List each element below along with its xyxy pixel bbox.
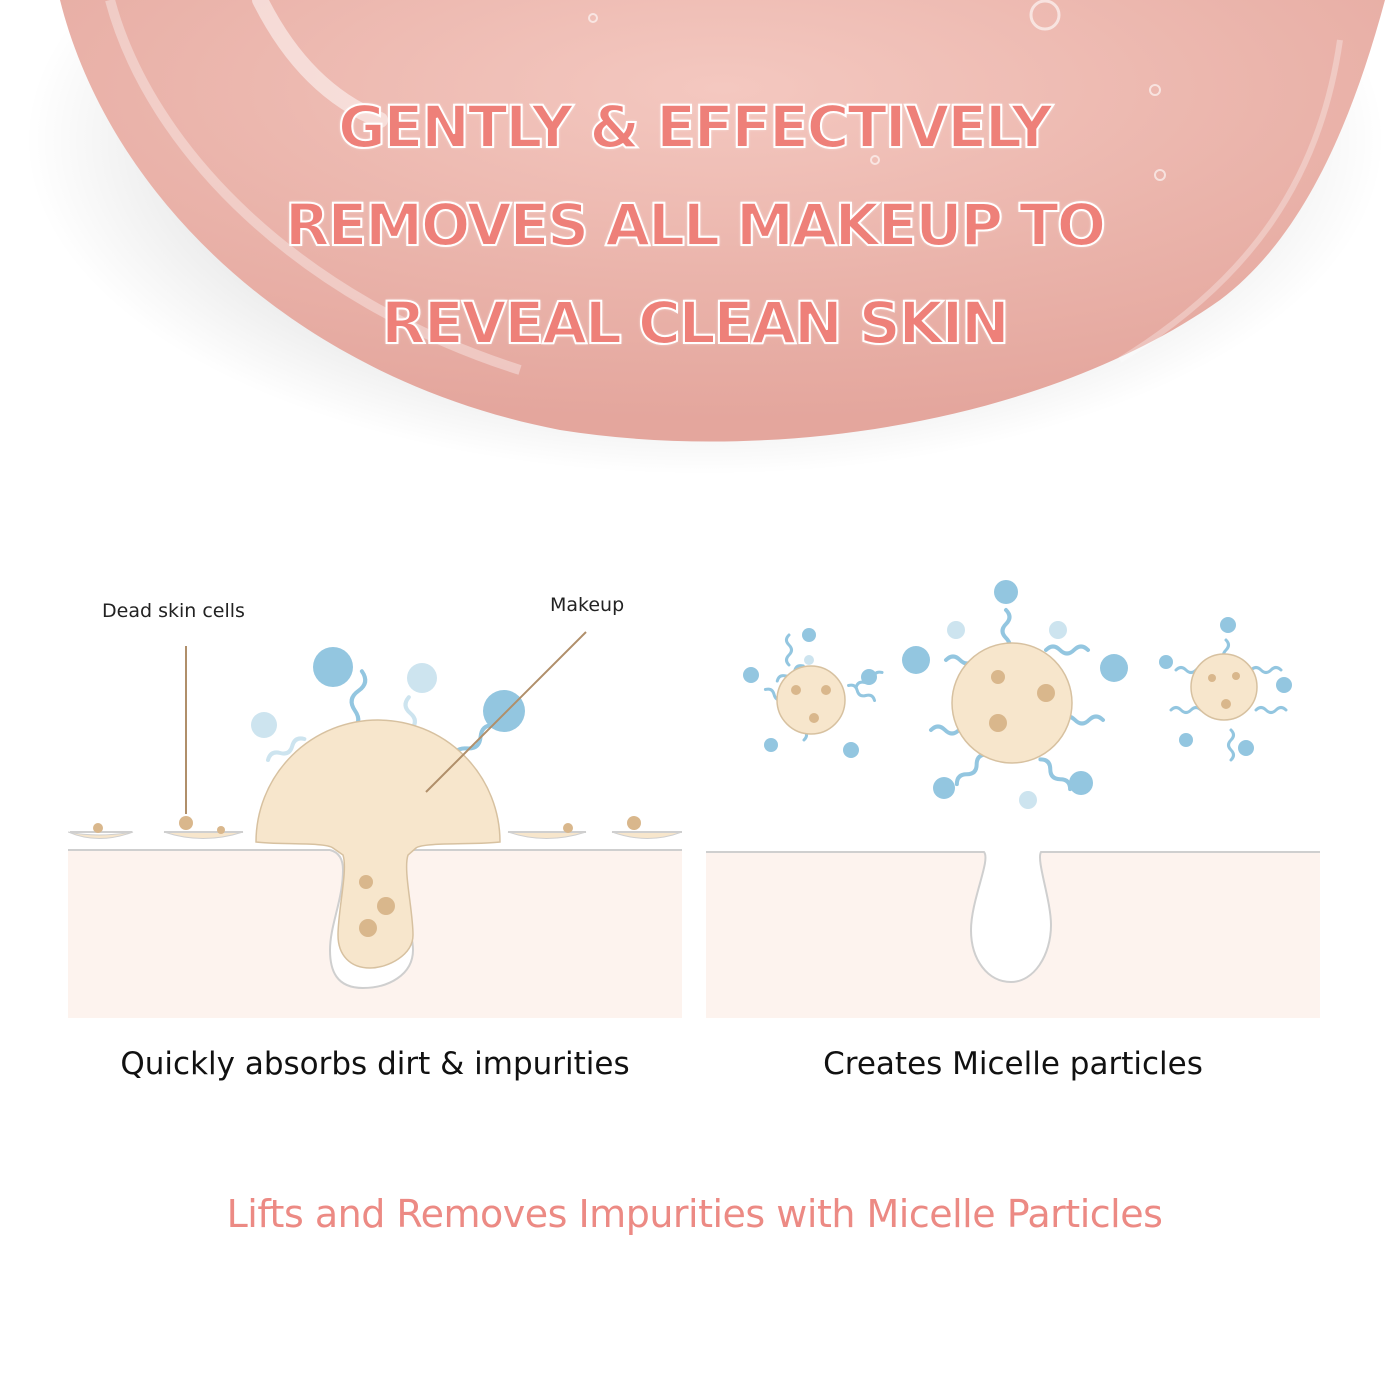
micelle-tail	[266, 736, 307, 762]
skin-layer	[68, 850, 682, 1018]
micelle-particle-large	[902, 580, 1128, 809]
absorb-diagram	[68, 631, 682, 1018]
right-caption: Creates Micelle particles	[823, 1046, 1203, 1082]
micelle-particle-small-right	[1159, 617, 1292, 762]
headline-line-3: REVEAL CLEAN SKIN	[380, 288, 1010, 358]
micelle-diagram	[706, 580, 1320, 1018]
makeup-label: Makeup	[550, 594, 625, 616]
makeup-dome	[255, 719, 501, 969]
left-caption: Quickly absorbs dirt & impurities	[120, 1046, 630, 1082]
headline-line-2: REMOVES ALL MAKEUP TO	[284, 190, 1107, 260]
micelle-head	[251, 712, 277, 738]
micelle-particle-small-left	[743, 628, 884, 758]
gel-blob-background	[25, 0, 1385, 475]
headline: GENTLY & EFFECTIVELY REMOVES ALL MAKEUP …	[0, 78, 1389, 372]
dead-skin-label: Dead skin cells	[102, 600, 245, 622]
micelle-head	[313, 647, 353, 687]
skin-layer	[706, 852, 1320, 1018]
makeup-leader	[425, 631, 587, 793]
micelle-head	[407, 663, 437, 693]
tagline: Lifts and Removes Impurities with Micell…	[226, 1192, 1163, 1236]
micelle-head	[483, 690, 525, 732]
dead-skin-flake	[68, 831, 134, 839]
headline-line-1: GENTLY & EFFECTIVELY	[337, 92, 1054, 162]
